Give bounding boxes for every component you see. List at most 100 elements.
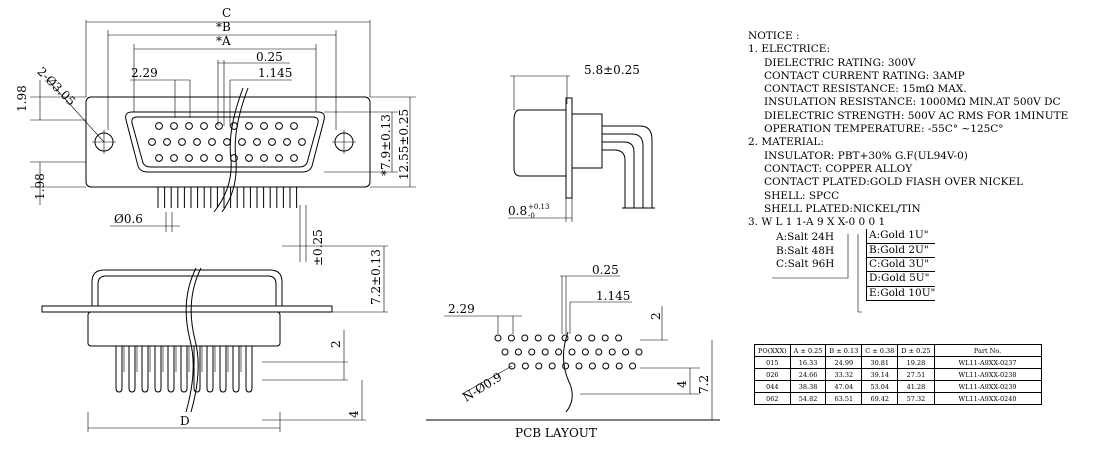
pcb-dim-row-offset: 2 [649, 312, 663, 320]
table-header-cell: Part No. [933, 344, 1042, 357]
pcb-hole [534, 334, 542, 342]
pcb-hole [588, 362, 596, 370]
pcb-dim-edge-a: 4 [675, 380, 689, 388]
dim-tail-offset: ±0.25 [311, 229, 325, 266]
bottom-pin [206, 346, 214, 393]
pcb-holes [494, 334, 643, 370]
pcb-hole [581, 348, 589, 356]
table-cell: 16.33 [789, 356, 827, 369]
dim-body-height: *7.9±0.13 [379, 114, 393, 176]
dim-row-offset: 2 [329, 340, 343, 348]
bottom-pin [219, 346, 227, 393]
dim-d: D [180, 414, 190, 428]
notice-line: SHELL: SPCC [764, 189, 840, 202]
front-pin [238, 138, 246, 146]
front-pin [170, 122, 178, 130]
notice-line: CONTACT RESISTANCE: 15mΩ MAX. [764, 83, 967, 96]
pcb-hole [494, 334, 502, 342]
front-pin [275, 122, 283, 130]
pcb-hole [595, 348, 603, 356]
front-pin [223, 138, 231, 146]
gold-option: D:Gold 5U" [866, 272, 936, 287]
pcb-hole [622, 348, 630, 356]
bottom-body [87, 311, 281, 347]
table-cell: 38.38 [789, 380, 827, 393]
table-cell: 24.66 [789, 368, 827, 381]
bottom-view: 7.2±0.13 D 2 4 [41, 245, 388, 432]
notice-line: 2. MATERIAL: [748, 136, 824, 149]
dim-flange-tol: +0.13 [528, 203, 549, 211]
part-code-brackets [772, 234, 862, 313]
pcb-hole [507, 334, 515, 342]
pcb-hole [615, 362, 623, 370]
front-d-shell-outer [125, 111, 325, 173]
dim-bottom-height: 7.2±0.13 [369, 249, 383, 305]
bottom-pin [128, 346, 136, 393]
front-flange [85, 96, 371, 188]
notice-line: INSULATOR: PBT+30% G.F(UL94V-0) [764, 149, 968, 162]
table-header-cell: B ± 0.13 [825, 344, 863, 357]
bottom-pin [193, 346, 201, 393]
salt-option: C:Salt 96H [776, 258, 835, 271]
table-cell: 044 [754, 380, 791, 393]
side-view: 5.8±0.25 0.8 +0.13 -0 [508, 63, 655, 222]
dim-a: *A [216, 34, 231, 48]
notice-line: 1. ELECTRICE: [748, 43, 830, 56]
table-header-cell: A ± 0.25 [789, 344, 827, 357]
bottom-pins [115, 346, 253, 393]
pcb-hole [548, 334, 556, 342]
pcb-dim-row-pitch: 2.29 [448, 302, 475, 316]
table-cell: WL11-A9XX-0240 [933, 392, 1042, 405]
pcb-dim-pin-pitch: 1.145 [596, 289, 630, 303]
pcb-hole [555, 348, 563, 356]
front-pin [155, 122, 163, 130]
pcb-hole [635, 348, 643, 356]
notice-line: SHELL PLATED:NICKEL/TIN [764, 202, 921, 215]
gold-option: B:Gold 2U" [866, 243, 936, 259]
side-shell [513, 109, 567, 177]
front-pin [283, 138, 291, 146]
side-body [571, 113, 603, 169]
front-pin [208, 138, 216, 146]
table-cell: 30.81 [861, 356, 899, 369]
table-cell: WL11-A9XX-0239 [933, 380, 1042, 393]
front-pin [290, 154, 298, 162]
dim-depth: 5.8±0.25 [584, 63, 640, 77]
front-pin [290, 122, 298, 130]
pcb-hole [535, 362, 543, 370]
pcb-hole [602, 362, 610, 370]
table-cell: WL11-A9XX-0237 [933, 356, 1042, 369]
notice-line: INSULATION RESISTANCE: 1000MΩ MIN.AT 500… [764, 96, 1061, 109]
pcb-dim-pitch-offset: 0.25 [592, 263, 619, 277]
table-cell: 41.28 [897, 380, 935, 393]
gold-option: E:Gold 10U" [866, 286, 936, 301]
pcb-hole [568, 348, 576, 356]
bottom-pin [180, 346, 188, 393]
front-pin [245, 122, 253, 130]
front-pin [185, 154, 193, 162]
table-header-cell: D ± 0.25 [897, 344, 935, 357]
dim-flange-offset-bottom: 1.98 [33, 173, 47, 200]
notice-heading: NOTICE : [748, 30, 800, 42]
pcb-hole [575, 362, 583, 370]
pcb-hole [562, 362, 570, 370]
front-pin [163, 138, 171, 146]
front-pin [245, 154, 253, 162]
pcb-hole [521, 362, 529, 370]
pcb-hole [629, 362, 637, 370]
table-cell: 19.28 [897, 356, 935, 369]
front-pin [215, 154, 223, 162]
table-cell: 69.42 [861, 392, 899, 405]
dim-pitch-offset: 0.25 [256, 50, 283, 64]
front-tails [157, 187, 298, 208]
dim-c: C [222, 6, 231, 20]
dim-mount-hole: 2-Ø3.05 [34, 64, 78, 108]
table-cell: 33.32 [825, 368, 863, 381]
front-pin [178, 138, 186, 146]
front-pin [170, 154, 178, 162]
